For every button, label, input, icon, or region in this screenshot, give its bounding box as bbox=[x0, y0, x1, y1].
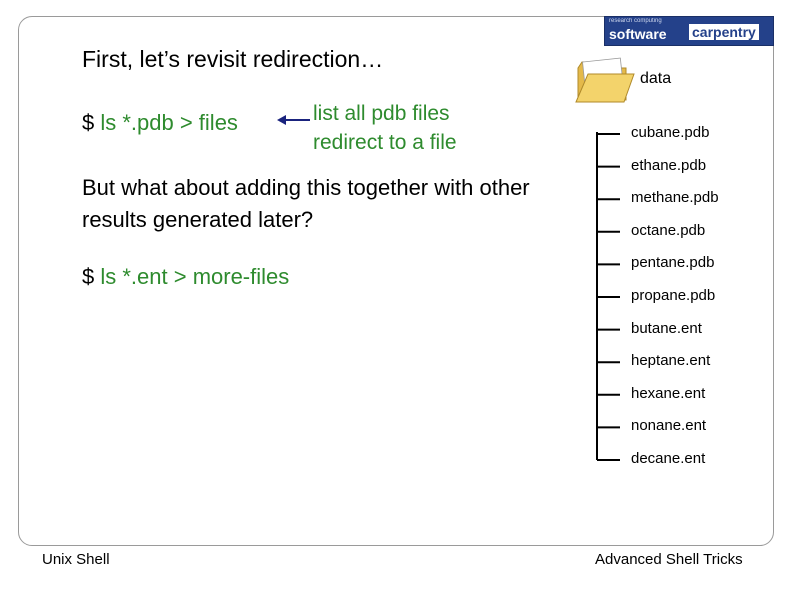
command-code: ls *.ent > more-files bbox=[100, 264, 290, 289]
file-item: pentane.pdb bbox=[631, 254, 715, 272]
logo-word-software: software bbox=[609, 26, 667, 42]
question-text: But what about adding this together with… bbox=[82, 175, 530, 232]
file-item: nonane.ent bbox=[631, 417, 707, 435]
command-prompt: $ bbox=[82, 110, 101, 135]
file-item: methane.pdb bbox=[631, 189, 719, 207]
arrow-left-icon bbox=[277, 115, 310, 125]
footer-left: Unix Shell bbox=[42, 551, 110, 568]
slide-frame bbox=[18, 16, 774, 546]
file-item: butane.ent bbox=[631, 319, 702, 337]
file-item: ethane.pdb bbox=[631, 156, 707, 174]
file-item: octane.pdb bbox=[631, 221, 706, 239]
software-carpentry-logo: research computing software carpentry bbox=[604, 16, 774, 46]
footer-right: Advanced Shell Tricks bbox=[595, 551, 743, 568]
annotation: list all pdb files redirect to a file bbox=[313, 99, 457, 157]
annotation-line-1: list all pdb files bbox=[313, 102, 450, 125]
slide-title: First, let’s revisit redirection… bbox=[82, 46, 384, 72]
file-item: cubane.pdb bbox=[631, 124, 710, 141]
folder-icon bbox=[575, 57, 635, 103]
file-item: decane.ent bbox=[631, 450, 706, 467]
command-ls-ent: $ ls *.ent > more-files bbox=[82, 264, 289, 290]
file-item: heptane.ent bbox=[631, 352, 711, 370]
file-item: propane.pdb bbox=[631, 287, 716, 304]
command-prompt: $ bbox=[82, 264, 101, 289]
command-code: ls *.pdb > files bbox=[100, 110, 238, 135]
file-item: hexane.ent bbox=[631, 384, 706, 402]
logo-tagline: research computing bbox=[609, 18, 662, 24]
logo-word-carpentry: carpentry bbox=[689, 24, 759, 40]
command-ls-pdb: $ ls *.pdb > files bbox=[82, 110, 238, 136]
folder-label: data bbox=[640, 70, 672, 87]
annotation-line-2: redirect to a file bbox=[313, 131, 457, 154]
